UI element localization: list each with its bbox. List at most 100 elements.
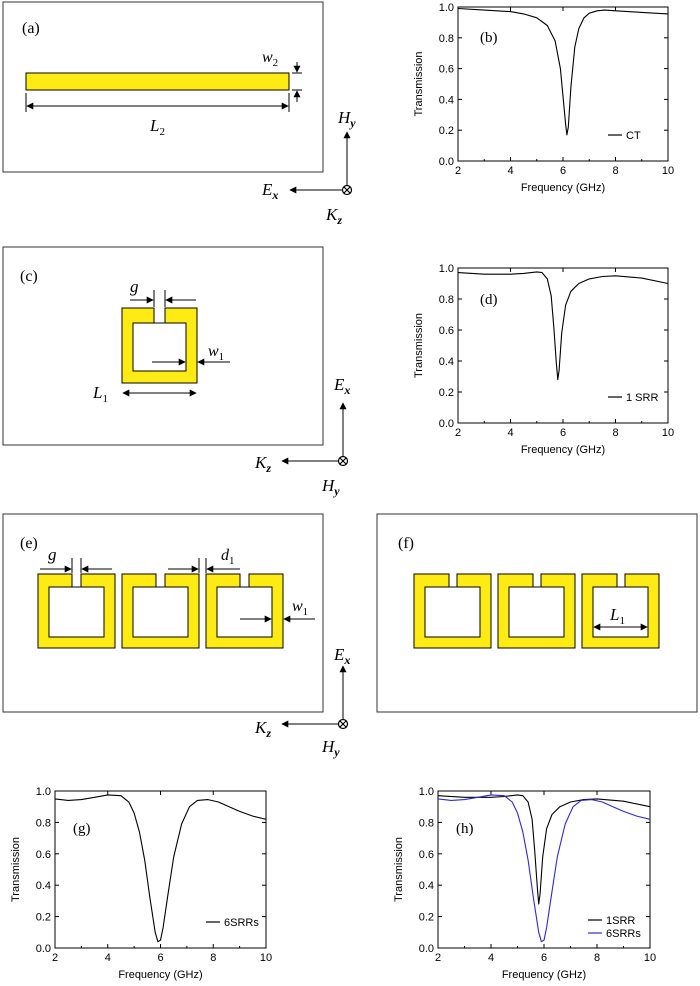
panel-f-frame [376, 513, 698, 713]
x-axis-label: Frequency (GHz) [521, 444, 605, 456]
y-tick-label: 0.2 [419, 912, 434, 924]
panel-e-label: (e) [20, 535, 38, 552]
y-tick-label: 0.6 [36, 849, 51, 861]
srr-single [121, 307, 198, 384]
y-tick-label: 0.4 [439, 356, 454, 368]
into-page-cross [339, 457, 347, 465]
dim-w1-label: w1 [292, 598, 308, 618]
y-tick-label: 1.0 [419, 786, 434, 798]
dim-g-label: g [130, 277, 139, 296]
panel-c-frame [2, 246, 324, 446]
srr-ring-3 [581, 573, 660, 649]
x-tick-label: 8 [594, 952, 600, 964]
series-line-ct [457, 7, 669, 136]
y-axis-label: Transmission [413, 313, 425, 378]
x-tick-label: 4 [488, 952, 494, 964]
x-tick-label: 10 [644, 952, 656, 964]
y-tick-label: 0.2 [439, 387, 454, 399]
panel-e-frame [2, 513, 324, 713]
series-line-6srrs [54, 794, 267, 943]
field-horizontal-label: Kz [254, 453, 271, 475]
x-tick-label: 2 [435, 952, 441, 964]
y-tick-label: 0.8 [419, 817, 434, 829]
field-vertical-label: Ex [333, 645, 350, 667]
panel-a: (a) w2 L2 [2, 1, 324, 173]
legend-label: 6SRRs [224, 917, 259, 929]
panel-c: (c) g w1 L1 [2, 246, 324, 446]
cut-wire-strip [25, 72, 290, 91]
y-tick-label: 0.0 [419, 943, 434, 955]
y-tick-label: 1.0 [439, 2, 454, 14]
dim-l1-label: L1 [609, 605, 625, 627]
field-horizontal-label: Ex [261, 180, 278, 202]
panel-a-label: (a) [22, 20, 40, 37]
field-into-label: Hy [321, 476, 340, 498]
x-tick-label: 8 [612, 427, 618, 439]
dim-l1-label: L1 [92, 383, 108, 405]
series-line-1srr [457, 271, 669, 381]
x-tick-label: 6 [541, 952, 547, 964]
srr-ring-3 [205, 573, 284, 649]
legend-label: 1 SRR [626, 392, 658, 404]
y-tick-label: 0.0 [36, 943, 51, 955]
y-tick-label: 0.8 [439, 294, 454, 306]
dim-d1-label: d1 [221, 547, 235, 567]
x-tick-label: 6 [560, 427, 566, 439]
x-tick-label: 8 [210, 952, 216, 964]
srr-ring-2 [121, 573, 200, 649]
x-axis-label: Frequency (GHz) [521, 182, 605, 194]
y-tick-label: 0.4 [36, 880, 51, 892]
panel-f: (f) L1 [376, 513, 698, 713]
field-axes-ab: Hy Ex Kz [261, 108, 356, 227]
y-axis-label: Transmission [10, 837, 22, 902]
x-tick-label: 2 [455, 427, 461, 439]
y-tick-label: 0.2 [439, 125, 454, 137]
x-tick-label: 10 [260, 952, 272, 964]
panel-c-label: (c) [20, 268, 38, 285]
legend-label: CT [626, 130, 641, 142]
panel-h-label: (h) [456, 821, 474, 837]
field-axes-cd: Ex Kz Hy [254, 375, 350, 498]
series-line-1srr [437, 794, 651, 905]
x-tick-label: 8 [612, 165, 618, 177]
field-into-label: Hy [321, 737, 340, 759]
x-tick-label: 4 [507, 427, 513, 439]
y-tick-label: 0.8 [439, 33, 454, 45]
srr-ring-1 [413, 573, 492, 649]
dim-w2-label: w2 [262, 49, 278, 69]
y-tick-label: 0.0 [439, 418, 454, 430]
legend-label: 6SRRs [606, 928, 641, 940]
legend-label: 1SRR [606, 915, 635, 927]
y-tick-label: 0.6 [419, 849, 434, 861]
x-tick-label: 4 [105, 952, 111, 964]
y-tick-label: 0.0 [439, 156, 454, 168]
field-into-label: Kz [325, 205, 342, 227]
y-axis-label: Transmission [413, 52, 425, 117]
into-page-cross [339, 720, 347, 728]
into-page-cross [343, 186, 351, 194]
y-tick-label: 0.8 [36, 817, 51, 829]
srr-ring-2 [497, 573, 576, 649]
x-tick-label: 2 [52, 952, 58, 964]
srr-ring-1 [37, 573, 116, 649]
y-tick-label: 0.6 [439, 64, 454, 76]
x-tick-label: 10 [662, 427, 674, 439]
field-horizontal-label: Kz [254, 718, 271, 740]
y-axis-label: Transmission [393, 837, 405, 902]
panel-e: (e) g d1 w1 [2, 513, 324, 713]
panel-f-label: (f) [398, 535, 414, 552]
panel-g-label: (g) [73, 821, 91, 837]
x-tick-label: 4 [507, 165, 513, 177]
field-vertical-label: Ex [333, 375, 350, 397]
x-tick-label: 10 [662, 165, 674, 177]
panel-d-label: (d) [480, 292, 498, 308]
dim-w1-label: w1 [208, 343, 224, 363]
y-tick-label: 0.4 [419, 880, 434, 892]
field-vertical-label: Hy [337, 108, 356, 130]
x-tick-label: 6 [157, 952, 163, 964]
y-tick-label: 0.6 [439, 325, 454, 337]
